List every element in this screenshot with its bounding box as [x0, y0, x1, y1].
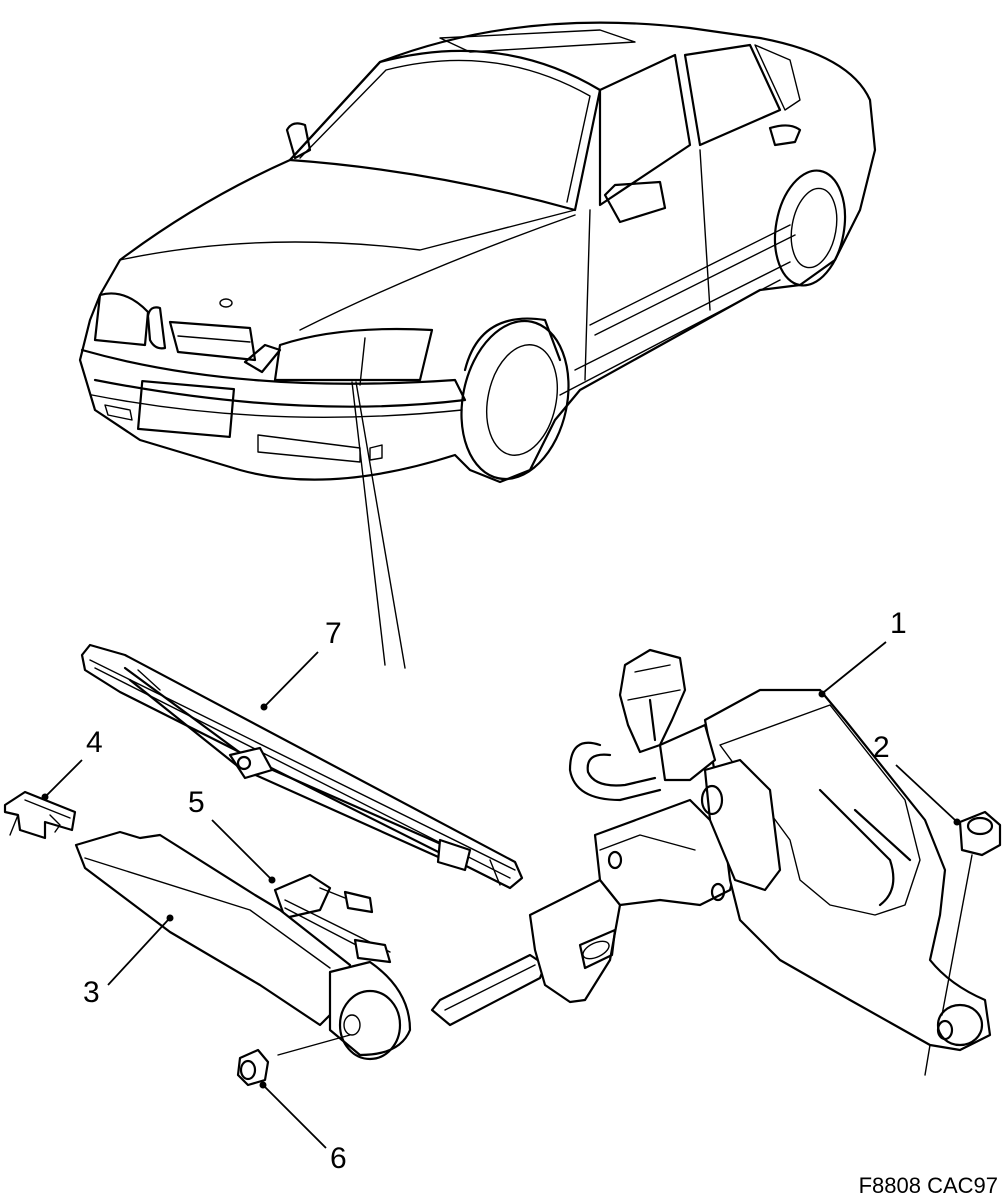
callout-label-3: 3 [83, 976, 100, 1009]
callout-7: 7 [260, 617, 342, 711]
callout-4: 4 [41, 726, 103, 801]
callout-3: 3 [83, 914, 174, 1009]
wiper-motor-illustration [430, 648, 992, 1076]
wiper-blade-illustration [80, 643, 524, 890]
callout-label-7: 7 [325, 617, 342, 650]
clip-illustration [3, 790, 77, 840]
callout-label-6: 6 [330, 1142, 347, 1175]
callout-5: 5 [188, 786, 276, 884]
wiper-arm-illustration [74, 830, 412, 1061]
callout-label-4: 4 [86, 726, 103, 759]
callout-label-2: 2 [873, 731, 890, 764]
nut-illustration-2 [941, 810, 1002, 1016]
detail-pointer [351, 381, 406, 669]
callout-2: 2 [873, 731, 961, 826]
callout-1: 1 [818, 607, 907, 698]
nut-illustration [236, 1034, 351, 1087]
callout-label-5: 5 [188, 786, 205, 819]
callout-label-1: 1 [890, 607, 907, 640]
callout-6: 6 [259, 1081, 347, 1175]
figure-reference: F8808 CAC97 [859, 1173, 998, 1198]
car-illustration [78, 21, 877, 484]
